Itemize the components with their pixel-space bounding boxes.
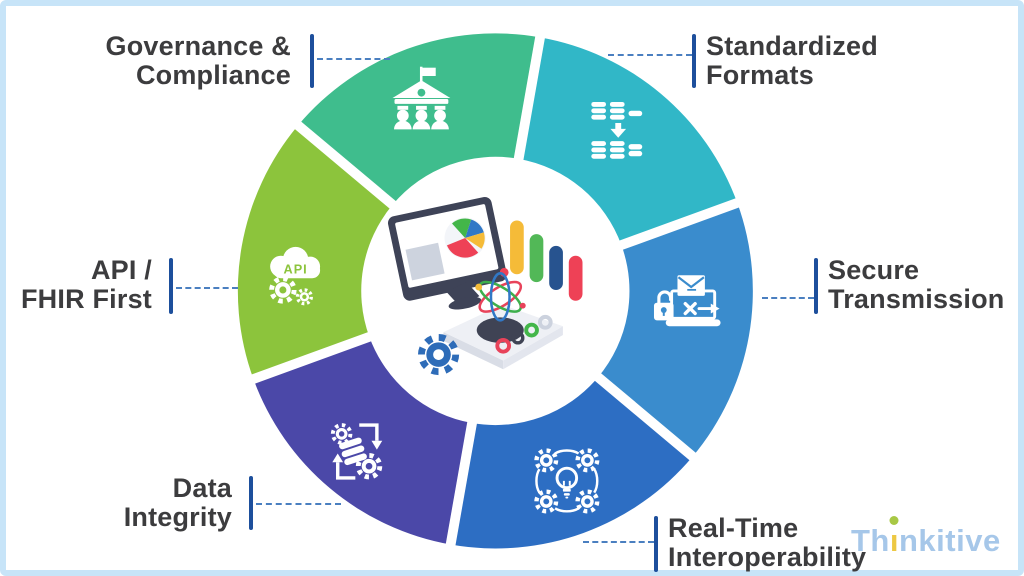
label-governance-compliance: Governance & Compliance xyxy=(105,31,291,90)
connector-dash-integrity xyxy=(256,503,341,505)
segment-api-fhir-first xyxy=(237,125,393,379)
atom xyxy=(475,272,526,322)
connector-dash-governance xyxy=(317,58,390,60)
connector-dash-secure xyxy=(762,297,814,299)
label-data-integrity: Data Integrity xyxy=(123,473,232,532)
label-api-fhir-first: API / FHIR First xyxy=(20,255,152,314)
database-transfer-icon xyxy=(591,101,643,159)
label-secure-transmission: Secure Transmission xyxy=(828,255,1005,314)
label-standardized-formats: Standardized Formats xyxy=(706,31,878,90)
wheel-diagram: API xyxy=(226,10,764,570)
connector-bar-standardized xyxy=(692,34,696,88)
monitor xyxy=(387,196,507,310)
brand-letter-i: ı xyxy=(890,516,899,559)
segment-gaps xyxy=(226,10,764,570)
secure-email-laptop-icon xyxy=(653,275,721,327)
database-sync-gears-icon xyxy=(330,423,383,480)
analytics-workstation-illustration xyxy=(387,196,583,376)
platform xyxy=(443,304,563,370)
connector-bar-integrity xyxy=(249,476,253,530)
connector-bar-realtime xyxy=(654,516,658,572)
connector-bar-api xyxy=(169,258,173,314)
connector-dash-realtime xyxy=(583,541,654,543)
api-label: API xyxy=(284,261,308,276)
brand-i-dot-icon xyxy=(889,516,899,525)
government-building-people-icon xyxy=(392,66,451,130)
segment-realtime-interoperability xyxy=(450,377,693,549)
segment-secure-transmission xyxy=(598,202,753,457)
corner-gears xyxy=(534,448,600,514)
api-cloud-gears-icon: API xyxy=(269,246,321,306)
connector-dash-api xyxy=(176,287,238,289)
connected-gears-lightbulb-icon xyxy=(534,448,600,514)
connector-bar-secure xyxy=(814,258,818,314)
connector-bar-governance xyxy=(310,34,314,88)
bar-chart xyxy=(499,220,583,301)
label-realtime-interoperability: Real-Time Interoperability xyxy=(668,513,867,572)
segment-standardized-formats xyxy=(518,37,738,246)
segment-data-integrity xyxy=(253,336,473,545)
connector-dash-standardized xyxy=(608,54,692,56)
lightbulb xyxy=(555,466,579,499)
gear xyxy=(418,334,460,376)
